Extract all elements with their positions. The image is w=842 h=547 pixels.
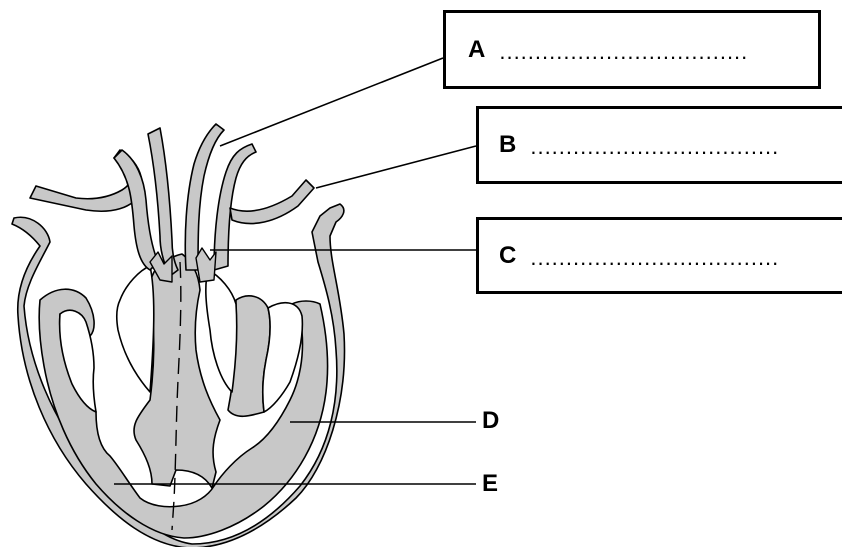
label-a-letter: A [468, 36, 485, 64]
leader-line-b [316, 146, 476, 188]
valve-right [196, 248, 216, 282]
leader-line-a [220, 58, 443, 146]
label-b-answer-line: ................................... [530, 134, 779, 160]
right-pulmonary-branch [230, 180, 314, 224]
label-e: E [482, 470, 498, 498]
label-c-letter: C [499, 242, 516, 270]
label-box-a: A ................................... [443, 10, 821, 89]
pulmonary-artery-right [214, 144, 256, 270]
vena-cava [114, 150, 158, 270]
label-b-letter: B [499, 131, 516, 159]
left-atrium-cavity [206, 270, 237, 392]
label-c-answer-line: ................................... [530, 245, 779, 271]
label-box-b: B ................................... [476, 106, 842, 184]
right-atrium-cavity [117, 266, 154, 392]
label-d: D [482, 407, 499, 435]
label-a-answer-line: ................................... [499, 39, 748, 65]
label-box-c: C ................................... [476, 217, 842, 294]
